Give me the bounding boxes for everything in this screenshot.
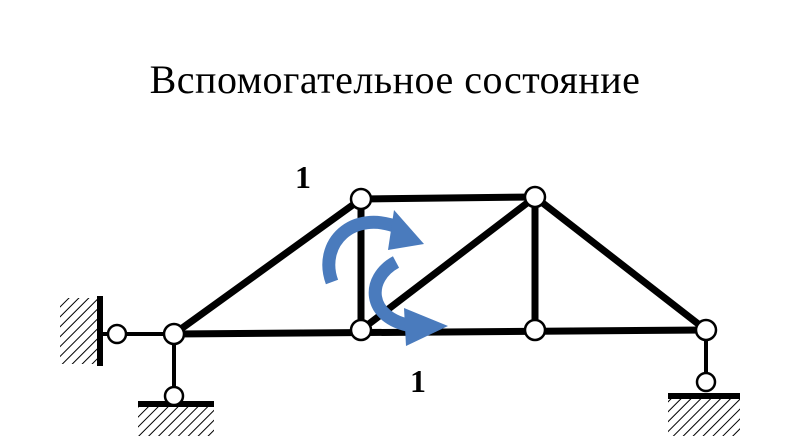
force-label-top: 1 (295, 159, 311, 195)
top-chord (357, 193, 539, 203)
node (523, 318, 547, 342)
right-top-chord (531, 193, 710, 334)
clockwise-arrow-icon (322, 210, 424, 285)
page-title: Вспомогательное состояние (149, 57, 641, 102)
node (523, 185, 547, 209)
wall-support-icon (60, 296, 174, 366)
diagonal (357, 193, 539, 334)
node (694, 318, 718, 342)
roller-support-icon (668, 330, 740, 436)
truss-members (170, 193, 710, 338)
node (162, 322, 186, 346)
bottom-chord (170, 326, 710, 338)
node (349, 318, 373, 342)
pin-support-icon (138, 334, 214, 436)
node (349, 187, 373, 211)
force-label-bottom: 1 (410, 363, 426, 399)
counterclockwise-arrow-icon (368, 256, 448, 346)
truss-nodes (162, 185, 718, 346)
left-top-chord (170, 195, 365, 338)
